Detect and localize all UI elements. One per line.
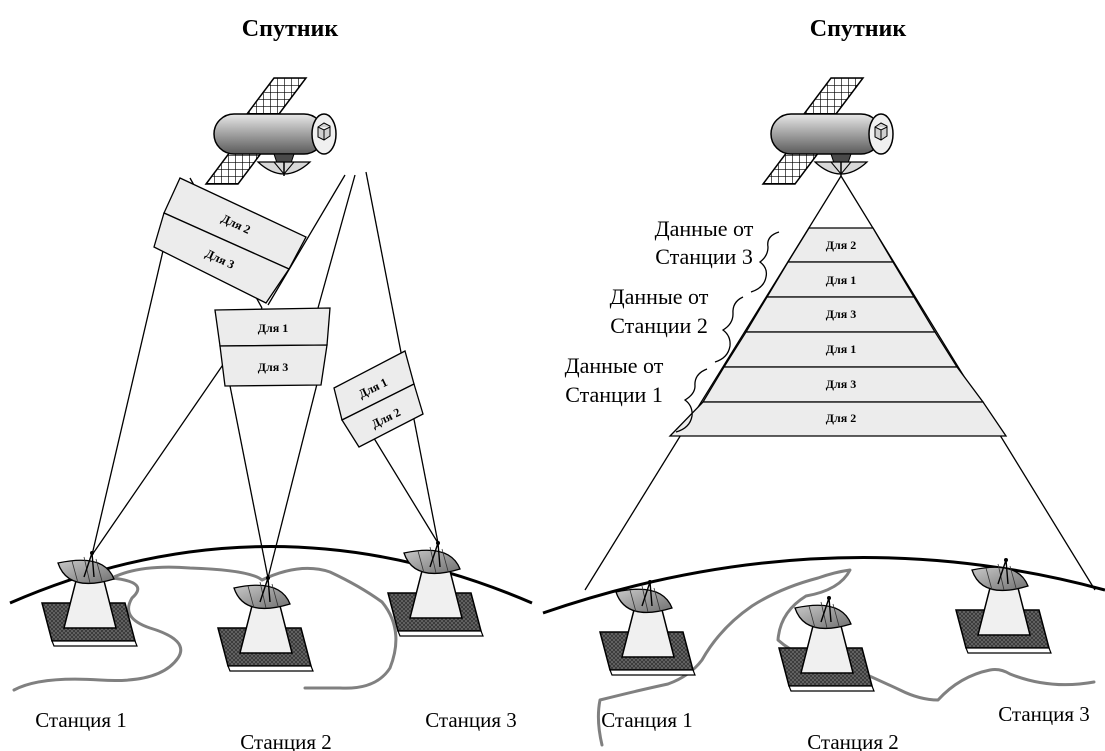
- right-slot-stack: Для 2 Для 1 Для 3 Для 1 Для 3 Для 2: [668, 227, 1008, 437]
- right-slot-2-label: Для 1: [826, 273, 856, 287]
- right-station-3-label: Станция 3: [998, 702, 1090, 726]
- right-station-2-label: Станция 2: [807, 730, 899, 751]
- right-braces: [675, 231, 780, 433]
- right-slot-6-label: Для 2: [826, 411, 856, 425]
- right-slot-1-label: Для 2: [826, 238, 856, 252]
- right-station-3-icon: [955, 557, 1052, 654]
- right-slot-5-label: Для 3: [826, 377, 856, 391]
- left-station-2-label: Станция 2: [240, 730, 332, 751]
- brace-3-line-2: Станции 3: [655, 244, 753, 269]
- left-satellite-icon: [205, 77, 337, 185]
- right-station-1-icon: [599, 579, 696, 676]
- right-panel: Спутник Для 2 Для 1 Для 3 Для 1 Для 3 Дл…: [542, 16, 1105, 751]
- brace-station-3: [750, 231, 780, 293]
- left-station-3-label: Станция 3: [425, 708, 517, 732]
- right-slot-4-label: Для 1: [826, 342, 856, 356]
- brace-1-line-2: Станции 1: [565, 382, 663, 407]
- right-station-2-icon: [778, 595, 875, 692]
- brace-2-line-2: Станции 2: [610, 313, 708, 338]
- brace-station-2: [714, 296, 744, 363]
- left-packet-a: Для 2 Для 3: [153, 177, 307, 304]
- right-coastline: [596, 568, 1096, 747]
- brace-1-line-1: Данные от: [565, 353, 664, 378]
- brace-2-line-1: Данные от: [610, 284, 709, 309]
- right-satellite-title: Спутник: [810, 16, 907, 42]
- left-coastline: [12, 565, 398, 692]
- brace-station-1: [675, 368, 708, 433]
- left-station-2-icon: [217, 575, 314, 672]
- brace-3-line-1: Данные от: [655, 216, 754, 241]
- left-station-1-label: Станция 1: [35, 708, 127, 732]
- right-brace-labels: Данные от Станции 3 Данные от Станции 2 …: [565, 216, 754, 407]
- right-station-1-label: Станция 1: [601, 708, 693, 732]
- packet-b-slot-2: Для 3: [258, 360, 288, 374]
- packet-b-slot-1: Для 1: [258, 321, 288, 335]
- right-satellite-icon: [762, 77, 894, 185]
- left-station-3-icon: [387, 540, 484, 637]
- left-packet-c: Для 1 Для 2: [333, 350, 424, 448]
- left-satellite-title: Спутник: [242, 16, 339, 42]
- left-panel: Спутник Для 2 Для 3 Для 1: [9, 16, 533, 751]
- left-packet-b: Для 1 Для 3: [214, 307, 331, 387]
- right-slot-3-label: Для 3: [826, 307, 856, 321]
- right-slot-6: [668, 401, 1008, 437]
- right-earth-horizon: [542, 555, 1105, 615]
